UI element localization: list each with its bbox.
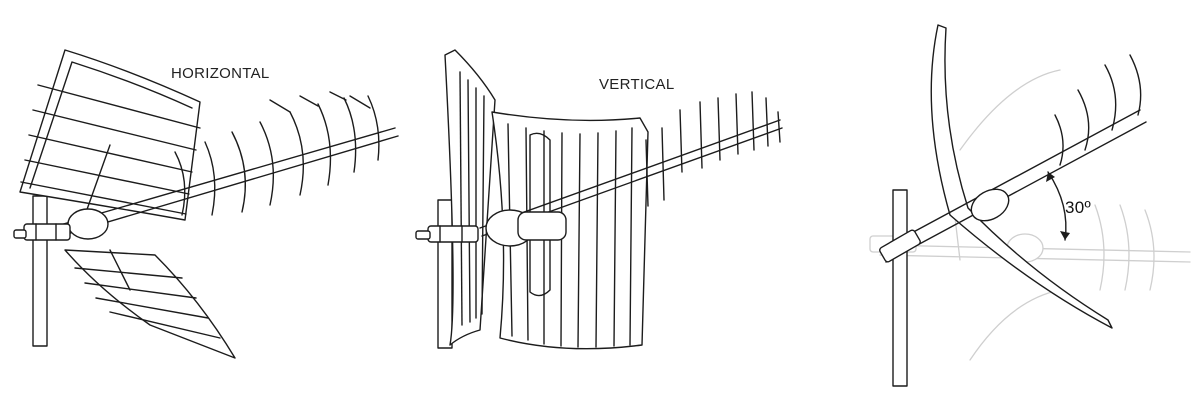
- reference-position-ghost: [869, 69, 1191, 361]
- tilt-angle-panel: 30º: [850, 0, 1200, 400]
- mast: [892, 189, 908, 387]
- vertical-mounting-panel: VERTICAL: [400, 0, 820, 400]
- left-reflector: [444, 49, 496, 346]
- directors: [174, 91, 380, 216]
- directors: [645, 91, 781, 207]
- tilted-directors: [1054, 54, 1142, 166]
- upper-reflector: [19, 49, 201, 221]
- boom: [59, 127, 399, 236]
- support-strut: [109, 249, 131, 291]
- mast-clamp: [879, 229, 921, 263]
- mast: [437, 199, 453, 349]
- support-strut: [84, 144, 111, 216]
- mast: [32, 195, 48, 347]
- horizontal-label: HORIZONTAL: [171, 65, 270, 82]
- tilted-boom: [879, 109, 1147, 263]
- horizontal-antenna-drawing: [13, 49, 399, 359]
- vertical-label: VERTICAL: [599, 76, 675, 93]
- tilt-angle-arrow: [1046, 171, 1070, 241]
- horizontal-mounting-panel: HORIZONTAL: [0, 0, 400, 400]
- dipole-body: [517, 211, 567, 241]
- dipole-housing: [970, 188, 1010, 222]
- mast-clamp: [415, 225, 479, 243]
- lower-reflector: [64, 249, 236, 359]
- dipole-housing: [67, 208, 109, 240]
- tilted-reflector: [930, 24, 1113, 329]
- mast-clamp: [13, 223, 71, 241]
- tilt-antenna-drawing: [869, 24, 1191, 387]
- tilt-angle-label: 30º: [1065, 198, 1092, 217]
- vertical-antenna-drawing: [415, 49, 783, 350]
